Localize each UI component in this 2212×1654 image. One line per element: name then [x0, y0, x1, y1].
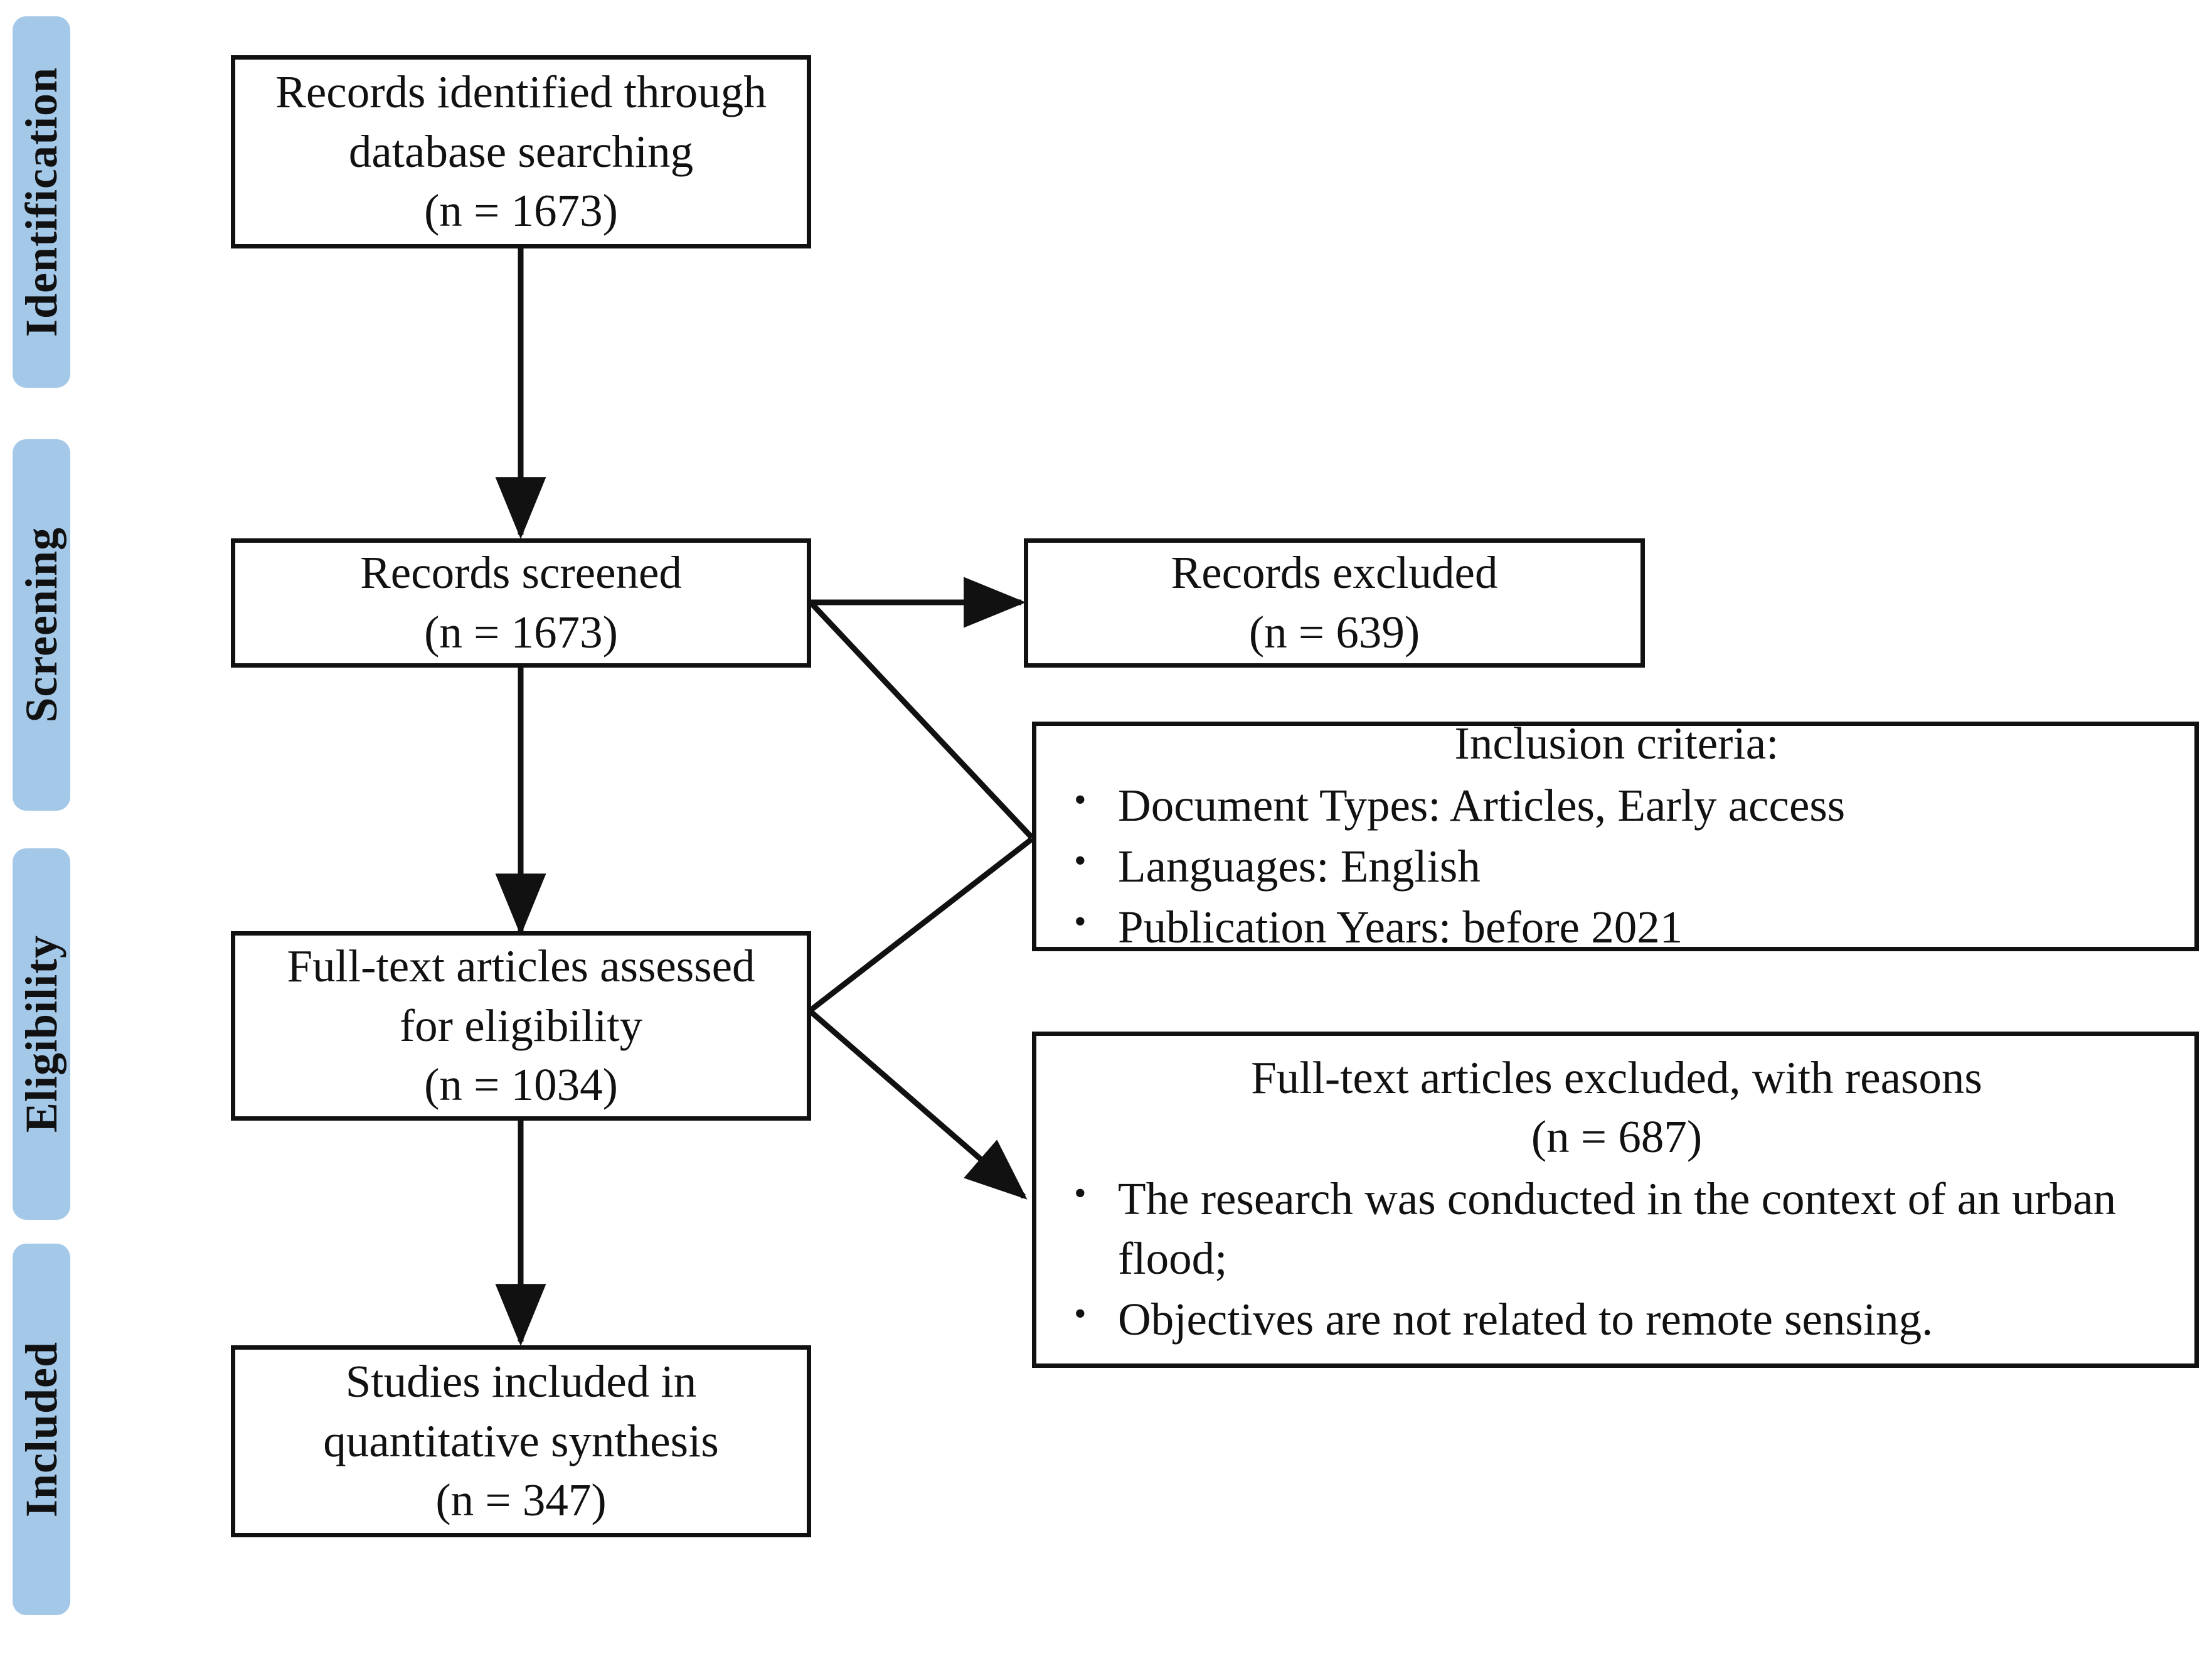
box-studies-included-line-2: quantitative synthesis: [323, 1415, 719, 1466]
arrow-fulltext-to-fulltext-excluded: [809, 1009, 1028, 1200]
inclusion-criteria-item-2: Languages: English: [1058, 836, 2176, 897]
inclusion-criteria-item-3: Publication Years: before 2021: [1058, 897, 2176, 958]
fulltext-excluded-list: The research was conducted in the contex…: [1058, 1168, 2176, 1351]
box-records-excluded-line-1: Records excluded: [1171, 547, 1498, 599]
fulltext-excluded-item-2: Objectives are not related to remote sen…: [1058, 1289, 2176, 1350]
box-studies-included: Studies included in quantitative synthes…: [231, 1345, 811, 1537]
box-records-identified-line-1: Records identified through: [275, 66, 767, 117]
box-records-identified: Records identified through database sear…: [231, 55, 811, 248]
inclusion-criteria-item-1: Document Types: Articles, Early access: [1058, 775, 2176, 836]
stage-label-eligibility: Eligibility: [16, 935, 66, 1133]
box-records-excluded-line-2: (n = 639): [1248, 607, 1420, 658]
box-records-screened-line-1: Records screened: [360, 547, 682, 599]
stage-bar-included: Included: [13, 1244, 70, 1615]
fulltext-excluded-title-line-1: Full-text articles excluded, with reason…: [1251, 1052, 1982, 1104]
box-records-screened-line-2: (n = 1673): [424, 607, 618, 658]
box-fulltext-assessed-line-3: (n = 1034): [424, 1059, 618, 1111]
box-studies-included-line-1: Studies included in: [345, 1355, 697, 1407]
inclusion-criteria-list: Document Types: Articles, Early access L…: [1058, 775, 2176, 959]
stage-label-screening: Screening: [16, 527, 66, 723]
inclusion-criteria-title: Inclusion criteria:: [1454, 717, 1779, 769]
box-records-identified-line-3: (n = 1673): [424, 185, 618, 237]
box-fulltext-assessed-line-1: Full-text articles assessed: [287, 940, 755, 991]
stage-bar-screening: Screening: [13, 439, 70, 811]
box-fulltext-assessed-line-2: for eligibility: [399, 1000, 643, 1051]
line-screened-to-inclusion-criteria: [808, 600, 1034, 840]
box-records-screened: Records screened (n = 1673): [231, 538, 811, 668]
box-inclusion-criteria: Inclusion criteria: Document Types: Arti…: [1032, 718, 2199, 952]
stage-label-included: Included: [16, 1341, 66, 1518]
box-records-identified-line-2: database searching: [348, 125, 694, 177]
line-fulltext-to-inclusion-criteria: [809, 836, 1034, 1013]
box-studies-included-line-3: (n = 347): [435, 1475, 607, 1526]
fulltext-excluded-title-line-2: (n = 687): [1531, 1111, 1703, 1162]
box-fulltext-excluded: Full-text articles excluded, with reason…: [1032, 1032, 2199, 1368]
box-fulltext-assessed: Full-text articles assessed for eligibil…: [231, 931, 811, 1121]
stage-bar-eligibility: Eligibility: [13, 848, 70, 1220]
stage-bar-identification: Identification: [13, 16, 70, 388]
stage-label-identification: Identification: [16, 67, 66, 337]
fulltext-excluded-item-1: The research was conducted in the contex…: [1058, 1168, 2147, 1289]
box-records-excluded: Records excluded (n = 639): [1024, 538, 1645, 668]
